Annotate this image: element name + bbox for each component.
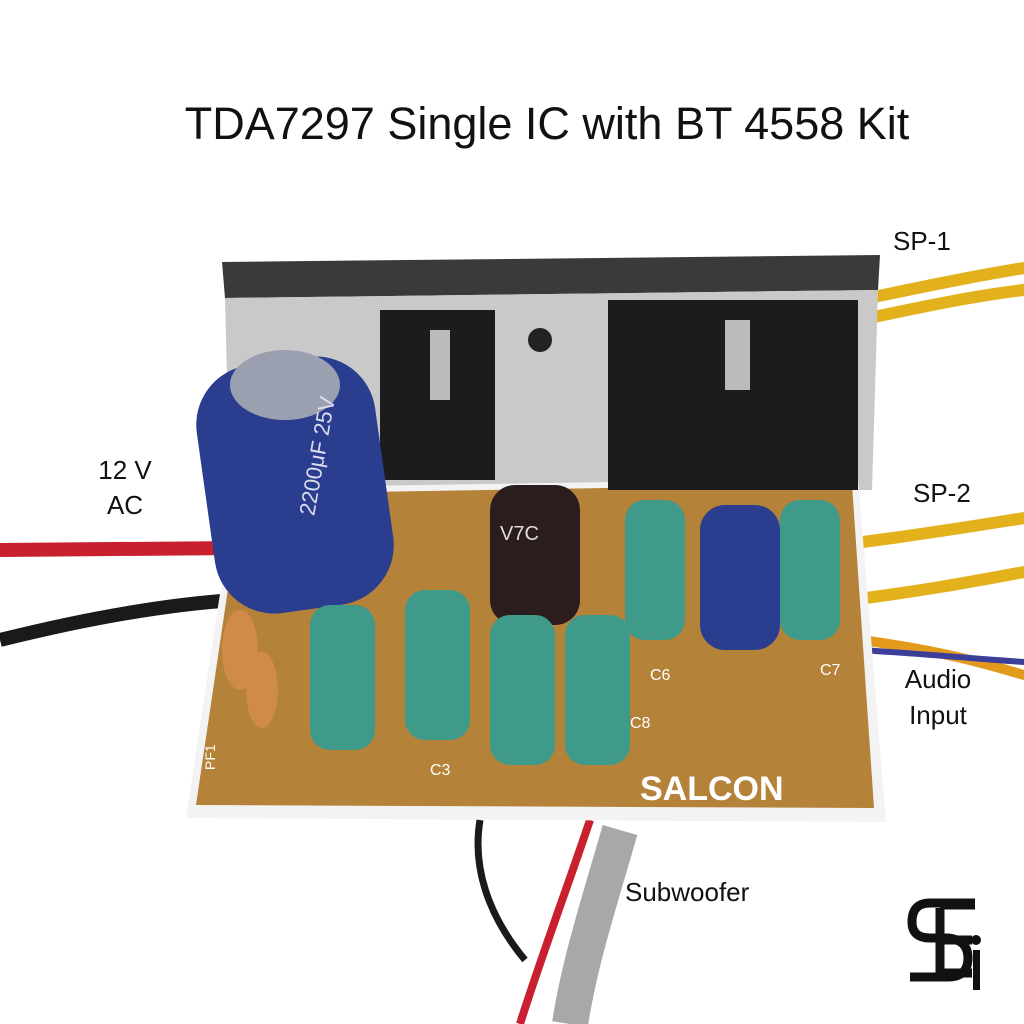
silkscreen-pf1: PF1 (202, 744, 218, 770)
sp2-label: SP-2 (913, 478, 971, 508)
power-type-label: AC (106, 490, 144, 520)
silkscreen-c7: C7 (820, 662, 841, 679)
small-cap-marking: V7C (500, 523, 539, 545)
capacitors: 2200μF 25V V7C (196, 350, 840, 765)
subwoofer-cable (474, 818, 638, 1024)
silkscreen-c3: C3 (430, 762, 451, 779)
ic-chips (380, 300, 858, 490)
audio-input-label-line2: Input (909, 700, 967, 730)
audio-input-label-line1: Audio (904, 664, 972, 694)
speaker-wires (834, 262, 1024, 680)
sp1-label: SP-1 (893, 226, 951, 256)
silkscreen-c6: C6 (650, 667, 671, 684)
power-voltage-label: 12 V (98, 455, 152, 485)
power-wires (0, 541, 241, 647)
page-title: TDA7297 Single IC with BT 4558 Kit (184, 98, 910, 149)
subwoofer-label: Subwoofer (625, 877, 750, 907)
silkscreen-c8: C8 (630, 715, 651, 732)
brand-silkscreen: SALCON (640, 770, 784, 808)
